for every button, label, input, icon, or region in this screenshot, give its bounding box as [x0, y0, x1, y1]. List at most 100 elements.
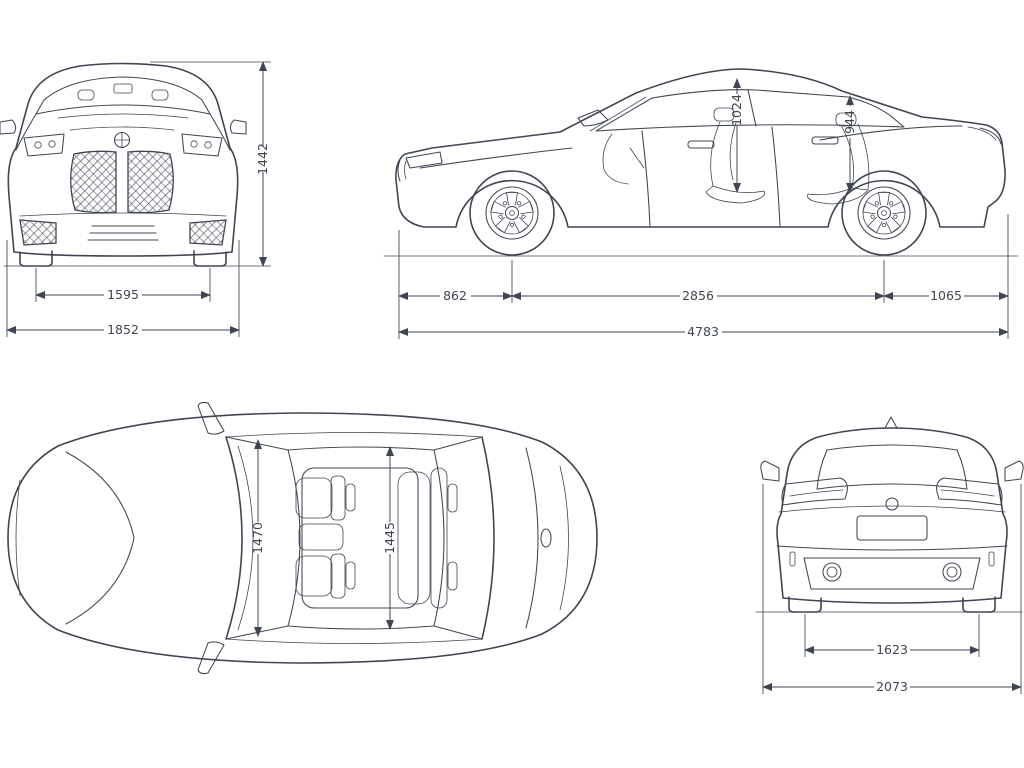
trunk-contour [525, 447, 539, 629]
front-overhang-label: 862 [443, 288, 467, 303]
top-view-car [7, 401, 598, 675]
kidney-grille-left [70, 150, 117, 214]
mirror-top [197, 401, 225, 435]
front-hood-lines [15, 113, 231, 151]
rear-seat-cushion [807, 187, 869, 205]
side-mirror-left [0, 119, 17, 135]
side-view-car [383, 68, 1019, 257]
front-wheel [469, 170, 555, 256]
front-seat-2-back [330, 553, 346, 599]
reflector-right [988, 551, 995, 567]
side-glass-outline [595, 89, 905, 132]
rear-mirror-left [760, 460, 780, 482]
side-body-outline [395, 68, 1006, 228]
rear-bench-cushion [397, 471, 431, 605]
rear-view: 1623 2073 [755, 416, 1024, 694]
rear-overhang-label: 1065 [930, 288, 962, 303]
top-body-outline [7, 412, 598, 664]
front-body-outline [7, 62, 239, 257]
taillight-rear-right [936, 477, 1003, 506]
headlight-right [181, 133, 223, 157]
sunroof [301, 467, 419, 609]
rear-body-outline [776, 427, 1008, 604]
rear-headrest-2 [447, 561, 458, 591]
front-seat-back [710, 121, 737, 187]
rear-window [816, 444, 968, 490]
headrest-right [151, 89, 169, 101]
hood-contour [65, 451, 135, 625]
rear-door-handle [811, 136, 839, 145]
rear-view-car [755, 416, 1024, 613]
rear-wheel [841, 170, 927, 256]
front-door-cut [641, 130, 651, 227]
exhaust-right [942, 562, 962, 582]
front-interior-width-label: 1470 [250, 522, 265, 554]
rear-view-dimensions: 1623 2073 [762, 484, 1022, 694]
reflector-left [789, 551, 796, 567]
wheelbase-label: 2856 [682, 288, 714, 303]
rear-window-top [433, 449, 445, 627]
front-headroom-label: 1024 [729, 94, 744, 126]
kidney-grille-right [127, 150, 174, 214]
rear-door-cut [771, 126, 781, 228]
rear-mirror-right [1004, 460, 1024, 482]
bumper-top-line [776, 545, 1008, 551]
headlight-left [23, 133, 65, 157]
side-body-details [397, 109, 1002, 228]
taillight-rear-left [781, 477, 848, 506]
front-width-label: 1852 [107, 322, 139, 337]
rear-track-label: 1623 [876, 642, 908, 657]
front-windshield [35, 76, 211, 115]
front-door-handle [687, 140, 715, 149]
front-seat-1-headrest [345, 483, 356, 512]
headrest-left [77, 89, 95, 101]
front-seat-1-cushion [295, 477, 333, 519]
rear-headroom-label: 944 [842, 110, 857, 134]
shark-fin-antenna [540, 528, 552, 548]
front-view-dimensions: 1442 1595 1852 [6, 61, 271, 337]
front-seat-cushion [705, 185, 765, 204]
front-seat-headrest [713, 107, 735, 122]
rearview-mirror [113, 83, 133, 94]
exhaust-left [822, 562, 842, 582]
mirror-bottom [197, 641, 225, 675]
rear-interior-width-label: 1445 [382, 522, 397, 554]
diffuser [803, 557, 981, 590]
rear-seat-headrest [835, 112, 857, 127]
top-interior-seats [295, 467, 458, 609]
headlight-side [405, 151, 443, 169]
front-track-label: 1595 [107, 287, 139, 302]
air-intake-right [189, 219, 227, 246]
rear-headrest-1 [447, 483, 458, 513]
rear-roundel [885, 497, 899, 511]
air-intake-left [19, 219, 57, 246]
grille-side [397, 159, 401, 182]
roof-front-edge [287, 449, 301, 627]
side-interior [602, 107, 870, 205]
rear-seat-back [841, 123, 870, 191]
overall-width-label: 2073 [876, 679, 908, 694]
front-height-label: 1442 [255, 143, 270, 175]
steering-column [629, 147, 645, 169]
side-mirror [577, 109, 609, 127]
front-view: 1442 1595 1852 [0, 61, 271, 337]
top-body-details [15, 401, 569, 675]
shark-fin [884, 416, 898, 429]
taillight-side [979, 127, 1002, 145]
center-intake-slats [87, 225, 159, 241]
b-pillar [747, 89, 757, 127]
windshield-base [225, 436, 243, 640]
front-seat-2-cushion [295, 555, 333, 597]
dashboard-top [237, 445, 254, 631]
front-view-car [0, 62, 247, 267]
decklid-edge [481, 436, 495, 640]
license-plate [856, 515, 928, 541]
front-seat-1-back [330, 475, 346, 521]
top-view: 1470 1445 [7, 401, 598, 675]
overall-length-label: 4783 [687, 324, 719, 339]
top-view-dimensions: 1470 1445 [250, 439, 397, 637]
center-console [298, 523, 344, 551]
rear-bench-back [430, 467, 448, 609]
